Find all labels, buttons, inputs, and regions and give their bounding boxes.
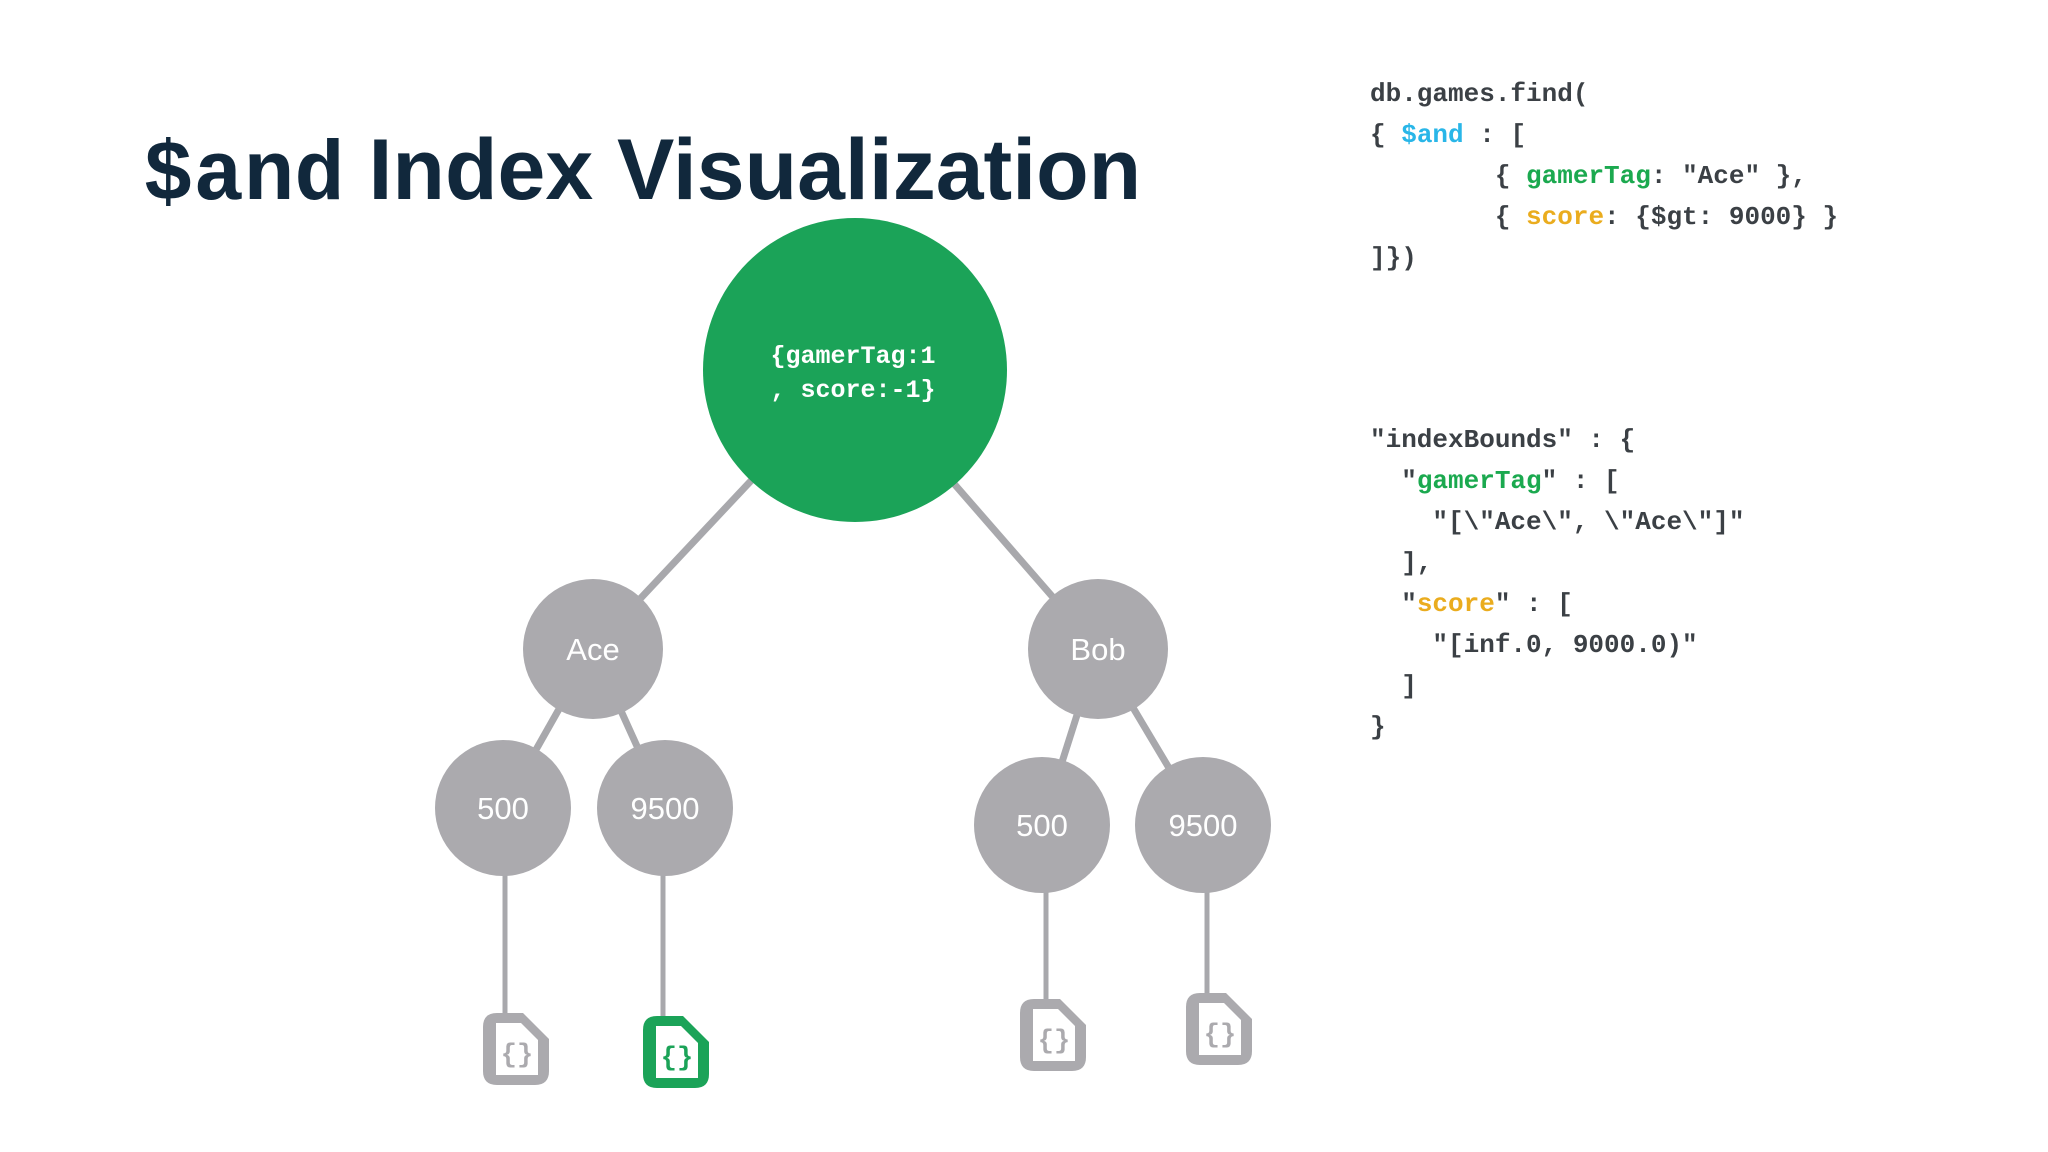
title-text: Index Visualization (344, 122, 1142, 218)
leaf-node-bob-9500 (1135, 757, 1271, 893)
title-operator: $and (143, 130, 345, 225)
code-token: "indexBounds" : { (1370, 425, 1636, 455)
root-index-node (703, 218, 1007, 522)
code-token: " : [ (1541, 466, 1620, 496)
code-token: ] (1370, 671, 1417, 701)
json-document-icon-gray: {} (1020, 999, 1086, 1071)
code-token: { (1370, 161, 1527, 191)
json-document-icon-gray: {} (483, 1013, 549, 1085)
code-token: " : [ (1494, 589, 1573, 619)
leaf-node-ace-9500 (597, 740, 733, 876)
json-document-icon-green: {} (643, 1016, 709, 1088)
code-line: ]}) (1370, 238, 1838, 279)
code-token: : [ (1463, 120, 1527, 150)
code-token: } (1370, 712, 1386, 742)
code-line: "score" : [ (1370, 584, 1744, 625)
code-line: { score: {$gt: 9000} } (1370, 197, 1838, 238)
code-line: ], (1370, 543, 1744, 584)
code-token: : {$gt: 9000} } (1604, 202, 1839, 232)
code-token: { (1370, 202, 1527, 232)
branch-node-bob (1028, 579, 1168, 719)
code-token: gamerTag (1416, 466, 1542, 496)
document-page (1033, 1009, 1075, 1061)
code-token: { (1370, 120, 1402, 150)
code-token: score (1526, 202, 1605, 232)
code-token: $and (1401, 120, 1464, 150)
branch-node-ace-label: Ace (566, 632, 619, 667)
code-token: ]}) (1370, 243, 1417, 273)
code-line: "[\"Ace\", \"Ace\"]" (1370, 502, 1744, 543)
code-line: } (1370, 707, 1744, 748)
code-token: " (1370, 589, 1417, 619)
code-token: score (1416, 589, 1495, 619)
leaf-node-ace-9500-label: 9500 (631, 791, 700, 826)
leaf-node-bob-500 (974, 757, 1110, 893)
curly-braces-glyph: {} (661, 1044, 693, 1074)
code-token: "[\"Ace\", \"Ace\"]" (1370, 507, 1745, 537)
document-page (656, 1026, 698, 1078)
branch-node-ace (523, 579, 663, 719)
root-index-label-line2: , score:-1} (770, 376, 935, 405)
code-token: "[inf.0, 9000.0)" (1370, 630, 1698, 660)
leaf-node-bob-9500-label: 9500 (1169, 808, 1238, 843)
curly-braces-glyph: {} (1204, 1021, 1236, 1051)
leaf-node-bob-500-label: 500 (1016, 808, 1068, 843)
code-token: db.games.find( (1370, 79, 1589, 109)
leaf-node-ace-500 (435, 740, 571, 876)
json-document-icon-gray: {} (1186, 993, 1252, 1065)
curly-braces-glyph: {} (501, 1041, 533, 1071)
code-line: db.games.find( (1370, 74, 1838, 115)
code-line: { gamerTag: "Ace" }, (1370, 156, 1838, 197)
code-token: gamerTag (1526, 161, 1651, 191)
branch-node-bob-label: Bob (1070, 632, 1125, 667)
code-token: " (1370, 466, 1417, 496)
code-line: "[inf.0, 9000.0)" (1370, 625, 1744, 666)
document-page (496, 1023, 538, 1075)
page-title: $and Index Visualization (143, 122, 1141, 236)
root-index-label-line1: {gamerTag:1 (770, 342, 935, 371)
index-bounds-code-block: "indexBounds" : { "gamerTag" : [ "[\"Ace… (1370, 420, 1744, 748)
curly-braces-glyph: {} (1038, 1027, 1070, 1057)
leaf-node-ace-500-label: 500 (477, 791, 529, 826)
code-line: "indexBounds" : { (1370, 420, 1744, 461)
document-page (1199, 1003, 1241, 1055)
code-line: "gamerTag" : [ (1370, 461, 1744, 502)
code-token: : "Ace" }, (1650, 161, 1807, 191)
code-line: ] (1370, 666, 1744, 707)
code-line: { $and : [ (1370, 115, 1838, 156)
query-code-block: db.games.find( { $and : [ { gamerTag: "Ac… (1370, 74, 1838, 279)
code-token: ], (1370, 548, 1433, 578)
